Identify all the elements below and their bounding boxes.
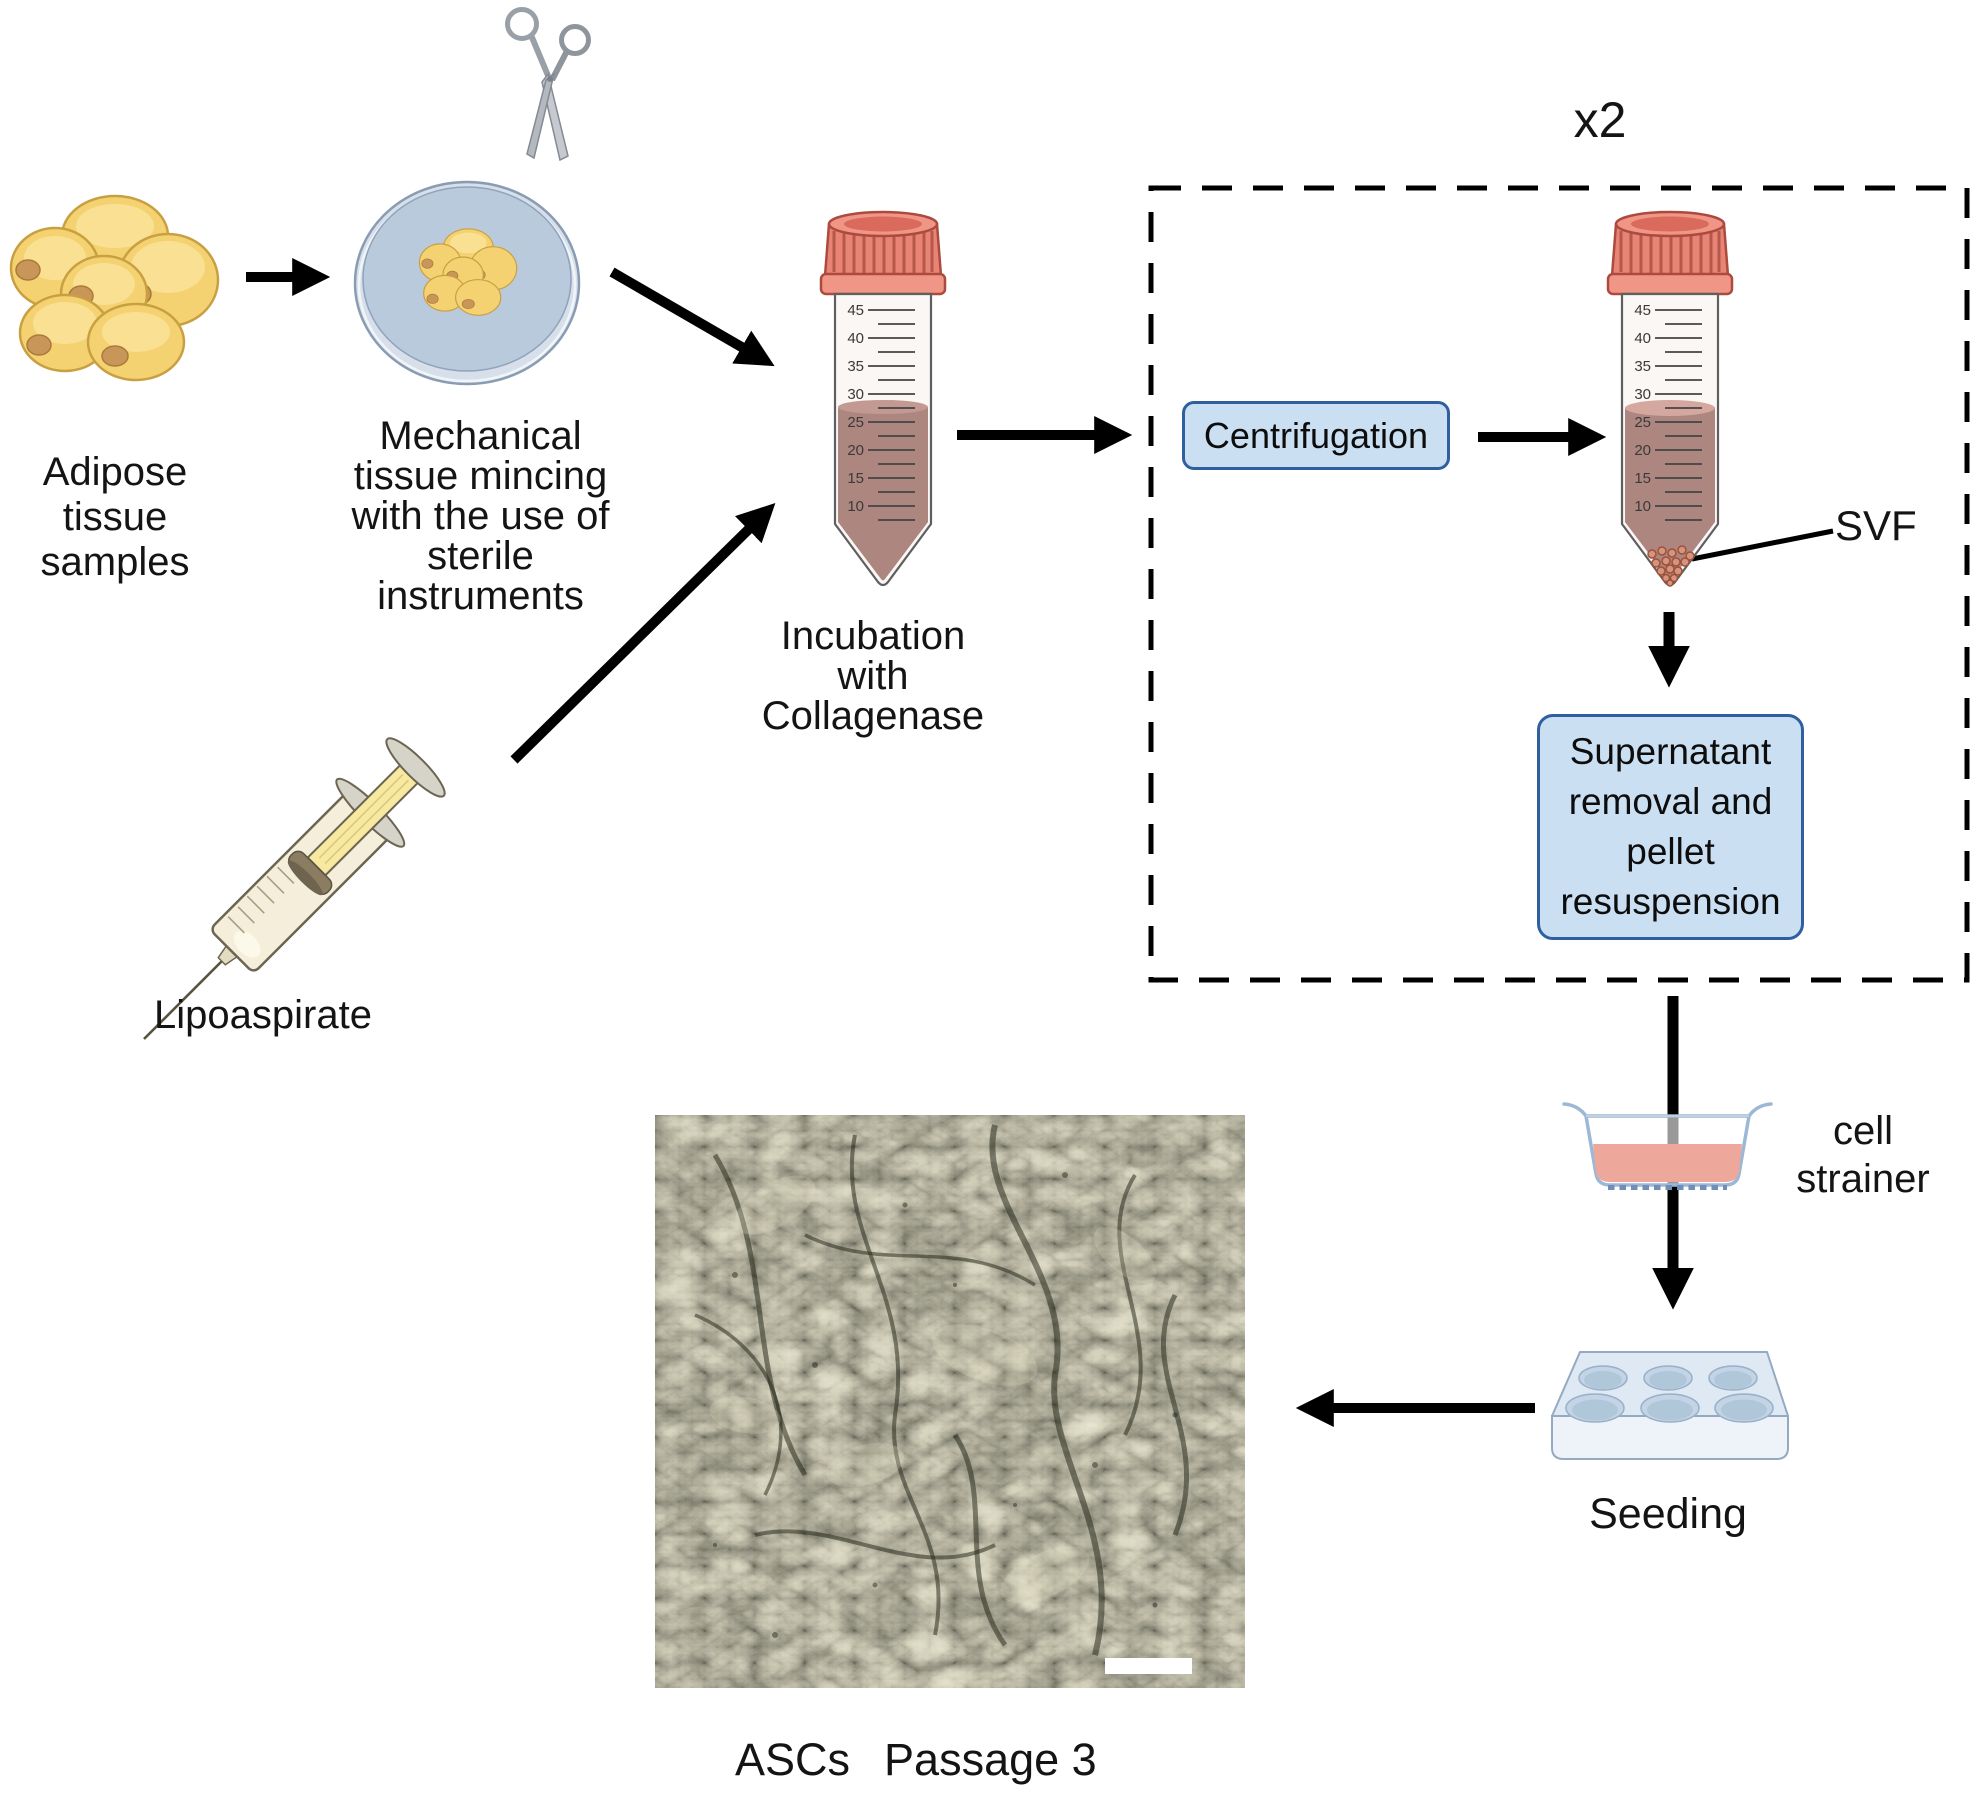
collagenase-tube-icon: 45 40 35 30 25 20 15 10: [819, 210, 947, 587]
adipocyte-cluster: [9, 194, 220, 382]
repeat-count-label: x2: [1573, 92, 1627, 148]
wells: [1565, 1365, 1774, 1423]
svg-text:20: 20: [847, 442, 864, 459]
svg-text:25: 25: [847, 414, 864, 431]
thumb-rest: [385, 737, 446, 798]
scale-bar: [1105, 1658, 1192, 1674]
cell-suspension: [1593, 1144, 1742, 1182]
cell-strainer-icon: [1562, 1102, 1773, 1190]
lipoaspirate-label: Lipoaspirate: [154, 993, 372, 1037]
adipose-label: Adipose tissue samples: [40, 450, 190, 584]
tube-body: 45 40 35 30 25 20 15 10: [833, 292, 933, 587]
repeat-box: [1148, 185, 1970, 983]
svg-text:30: 30: [847, 386, 864, 403]
centrifugation-step-box: Centrifugation: [1182, 401, 1450, 470]
mincing-label: Mechanical tissue mincing with the use o…: [351, 414, 610, 618]
svg-text:20: 20: [1634, 442, 1651, 459]
tube-body: 45 40 35 30 25 20 15 10: [1620, 292, 1720, 587]
cell-strands: [694, 1124, 1190, 1656]
svg-text:35: 35: [1634, 358, 1651, 375]
svf-label: SVF: [1835, 502, 1917, 549]
incubation-label: Incubation with Collagenase: [761, 614, 985, 738]
minced-tissue: [418, 228, 518, 316]
cell-bodies: [709, 1175, 1157, 1604]
svg-text:10: 10: [1634, 498, 1651, 515]
supernatant-liquid: [1625, 408, 1715, 581]
svg-text:15: 15: [847, 470, 864, 487]
debris-dots: [713, 1172, 1178, 1638]
svg-text:10: 10: [847, 498, 864, 515]
centrifuged-tube-icon: 45 40 35 30 25 20 15 10: [1606, 210, 1734, 587]
tube-cap: [1606, 210, 1734, 296]
cell-strainer-label: cell strainer: [1796, 1109, 1930, 1201]
svf-pellet: [1647, 545, 1695, 587]
tube-cap: [819, 210, 947, 296]
supernatant-step-box: Supernatant removal and pellet resuspens…: [1537, 714, 1804, 940]
svg-text:40: 40: [847, 330, 864, 347]
arrow-dish-to-tube: [609, 267, 775, 367]
adipose-tissue-icon: [9, 194, 220, 382]
digested-tissue-liquid: [838, 407, 928, 581]
svg-text:40: 40: [1634, 330, 1651, 347]
needle: [143, 957, 226, 1040]
well-plate-icon: [1551, 1351, 1789, 1460]
seeding-label: Seeding: [1589, 1490, 1747, 1538]
petri-dish-icon: [353, 180, 581, 386]
syringe-icon: [143, 737, 446, 1040]
svg-text:35: 35: [847, 358, 864, 375]
svg-text:45: 45: [1634, 302, 1651, 319]
svg-text:25: 25: [1634, 414, 1651, 431]
scissors-icon: [505, 7, 591, 162]
svg-text:30: 30: [1634, 386, 1651, 403]
svg-text:45: 45: [847, 302, 864, 319]
micrograph-image: [655, 1115, 1245, 1688]
svg-text:15: 15: [1634, 470, 1651, 487]
